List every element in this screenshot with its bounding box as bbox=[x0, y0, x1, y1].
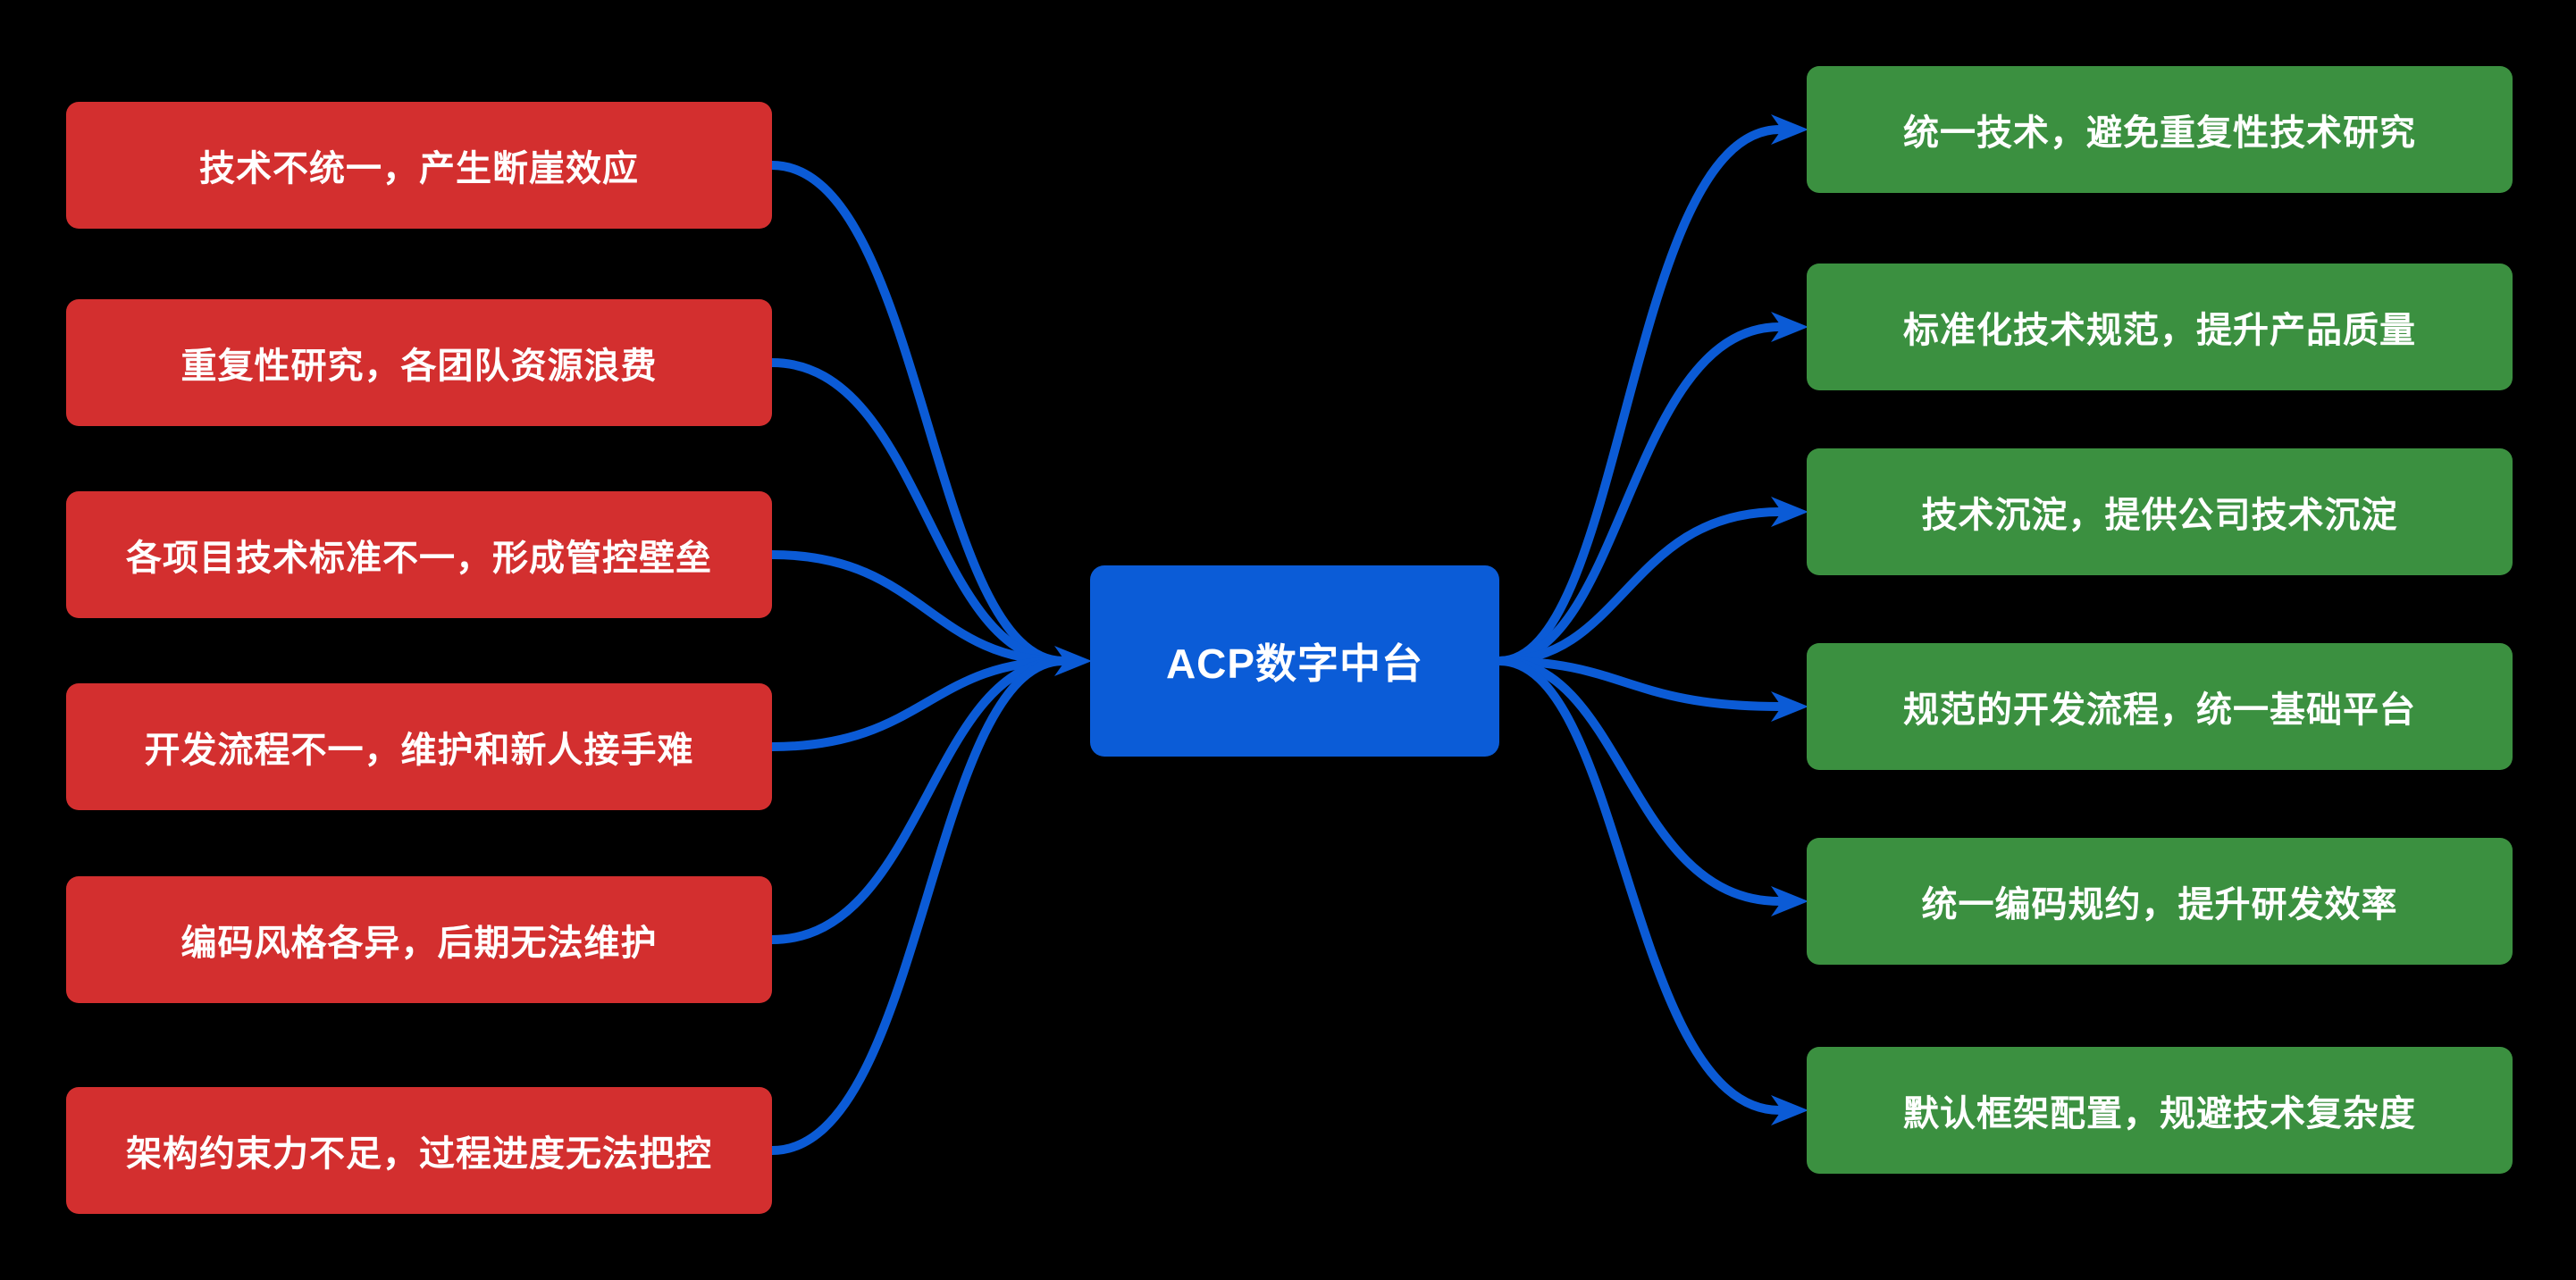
problem-node-5: 编码风格各异，后期无法维护 bbox=[66, 876, 772, 1003]
benefit-node-5-label: 统一编码规约，提升研发效率 bbox=[1921, 885, 2398, 924]
problem-node-5-label: 编码风格各异，后期无法维护 bbox=[180, 924, 658, 963]
problem-node-4-label: 开发流程不一，维护和新人接手难 bbox=[144, 731, 694, 770]
benefit-node-2: 标准化技术规范，提升产品质量 bbox=[1807, 264, 2513, 390]
problem-node-4: 开发流程不一，维护和新人接手难 bbox=[66, 683, 772, 810]
benefit-node-6: 默认框架配置，规避技术复杂度 bbox=[1807, 1047, 2513, 1174]
problem-node-3-label: 各项目技术标准不一，形成管控壁垒 bbox=[126, 539, 712, 578]
problem-node-1: 技术不统一，产生断崖效应 bbox=[66, 102, 772, 229]
problem-node-1-label: 技术不统一，产生断崖效应 bbox=[199, 149, 639, 188]
problem-node-3: 各项目技术标准不一，形成管控壁垒 bbox=[66, 491, 772, 618]
problem-node-6: 架构约束力不足，过程进度无法把控 bbox=[66, 1087, 772, 1214]
benefit-node-3: 技术沉淀，提供公司技术沉淀 bbox=[1807, 448, 2513, 575]
benefit-node-1: 统一技术，避免重复性技术研究 bbox=[1807, 66, 2513, 193]
problem-node-2-label: 重复性研究，各团队资源浪费 bbox=[180, 347, 658, 386]
center-node: ACP数字中台 bbox=[1090, 565, 1499, 757]
problem-node-2: 重复性研究，各团队资源浪费 bbox=[66, 299, 772, 426]
benefit-node-2-label: 标准化技术规范，提升产品质量 bbox=[1903, 311, 2416, 350]
benefit-node-4-label: 规范的开发流程，统一基础平台 bbox=[1903, 690, 2416, 730]
benefit-node-1-label: 统一技术，避免重复性技术研究 bbox=[1903, 113, 2416, 153]
benefit-node-5: 统一编码规约，提升研发效率 bbox=[1807, 838, 2513, 965]
center-node-label: ACP数字中台 bbox=[1165, 640, 1424, 687]
benefit-node-3-label: 技术沉淀，提供公司技术沉淀 bbox=[1921, 496, 2398, 535]
benefit-node-6-label: 默认框架配置，规避技术复杂度 bbox=[1903, 1094, 2416, 1134]
benefit-node-4: 规范的开发流程，统一基础平台 bbox=[1807, 643, 2513, 770]
problem-node-6-label: 架构约束力不足，过程进度无法把控 bbox=[126, 1134, 712, 1174]
